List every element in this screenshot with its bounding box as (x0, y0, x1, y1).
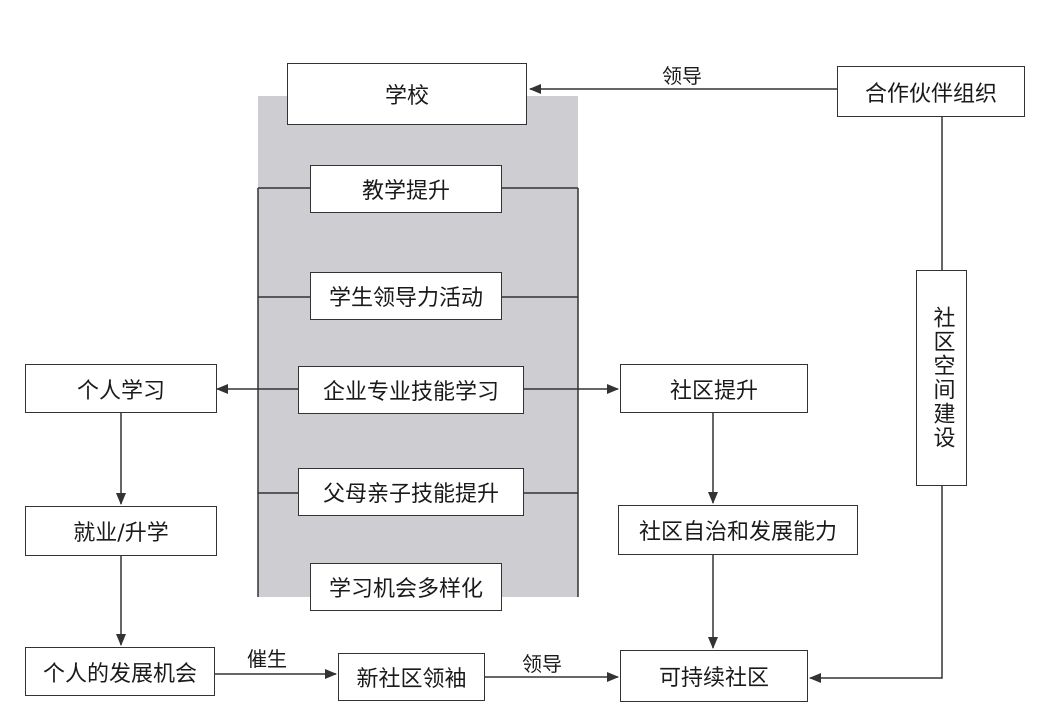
node-personal-development: 个人的发展机会 (25, 647, 215, 696)
node-enterprise-skills: 企业专业技能学习 (298, 366, 524, 414)
node-sustainable-community: 可持续社区 (620, 650, 808, 702)
node-partner-org: 合作伙伴组织 (837, 66, 1025, 117)
node-teaching: 教学提升 (310, 165, 502, 213)
edge-label-development-leaders: 催生 (247, 647, 287, 671)
node-student-leadership: 学生领导力活动 (310, 272, 502, 320)
node-personal-learning: 个人学习 (25, 364, 217, 413)
node-employment: 就业/升学 (25, 506, 217, 556)
node-school: 学校 (287, 63, 527, 125)
node-diverse-learning: 学习机会多样化 (310, 563, 502, 611)
node-community-upgrade: 社区提升 (620, 364, 808, 413)
node-parent-skills: 父母亲子技能提升 (298, 468, 524, 516)
node-new-leaders: 新社区领袖 (338, 653, 485, 701)
edge-label-leaders-sustainable: 领导 (522, 652, 562, 676)
edge-space-sustainable (809, 486, 943, 683)
node-community-autonomy: 社区自治和发展能力 (618, 505, 858, 555)
edge-label-partner-school: 领导 (662, 64, 702, 88)
node-community-space: 社区空间建设 (916, 270, 967, 486)
